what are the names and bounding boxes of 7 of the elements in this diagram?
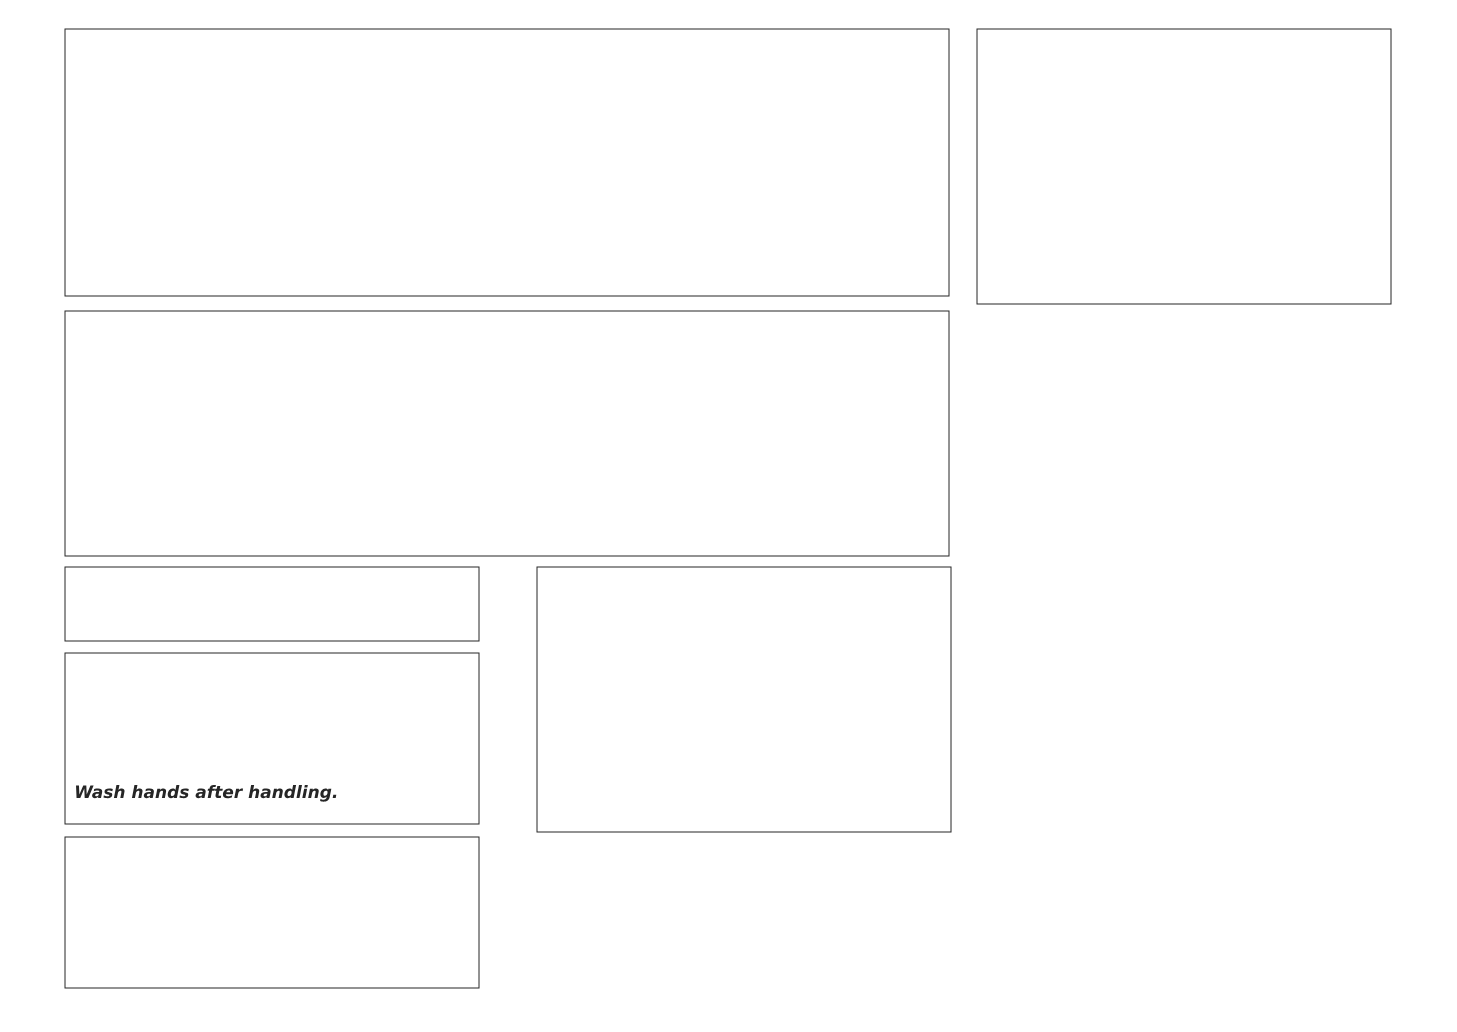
panel-box <box>64 566 480 642</box>
panel-box <box>976 28 1392 305</box>
panel-box <box>64 28 950 297</box>
panel-box <box>64 836 480 989</box>
panel-box <box>64 310 950 557</box>
text-panel: Wash hands after handling. <box>64 652 480 825</box>
panel-box <box>536 566 952 833</box>
